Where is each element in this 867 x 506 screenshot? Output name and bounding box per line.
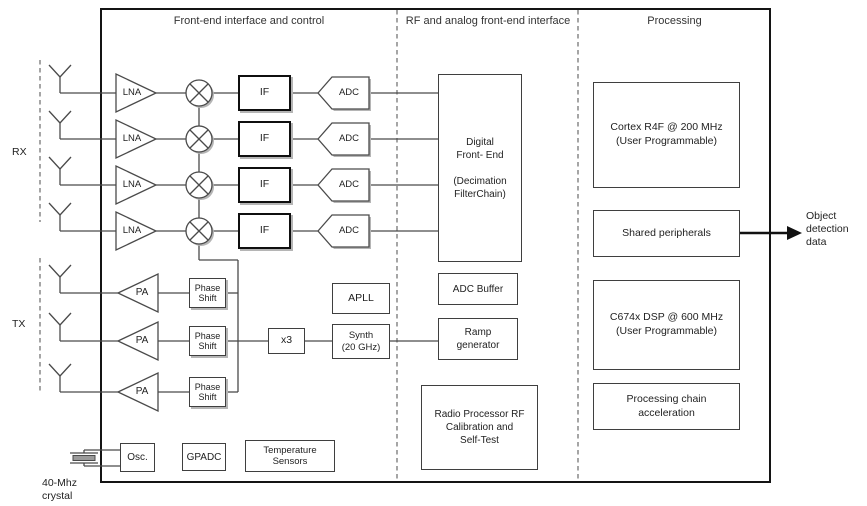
adc-pentagon-icon [317,122,370,156]
adc-label: ADC [338,133,360,144]
tx-antenna-icons [48,264,72,392]
crystal-icon [70,449,121,467]
lna-triangle-icon [115,210,158,252]
phase-shift-box-3: Phase Shift [189,377,226,407]
pa-triangle-icon [116,320,159,362]
tx-chain-1 [60,272,238,314]
output-data-label: Object detection data [806,210,849,249]
phase-shift-box-1: Phase Shift [189,278,226,308]
rx-antenna-icons [48,64,72,231]
lna-label: LNA [122,179,142,190]
output-arrow [740,226,802,240]
lna-label: LNA [122,87,142,98]
shared-peripherals-box: Shared peripherals [593,210,740,257]
rx-chain-3 [60,164,438,206]
osc-box: Osc. [120,443,155,472]
rx-chain-2 [60,118,438,160]
adc-buffer-box: ADC Buffer [438,273,518,305]
rx-group-label: RX [12,146,27,158]
column-header-rf: RF and analog front-end interface [405,15,571,27]
crystal-label: 40-Mhz crystal [42,477,78,502]
column-header-processing: Processing [647,15,702,27]
processing-chain-box: Processing chain acceleration [593,383,740,430]
pa-triangle-icon [116,371,159,413]
rx-chain-4 [60,210,438,252]
radio-processor-box: Radio Processor RF Calibration and Self-… [421,385,538,470]
pa-label: PA [135,287,149,298]
x3-box: x3 [268,328,305,354]
pa-label: PA [135,335,149,346]
lna-triangle-icon [115,164,158,206]
adc-pentagon-icon [317,214,370,248]
pa-label: PA [135,386,149,397]
rx-chain-1 [60,72,438,114]
mixer-icon-2 [185,125,214,154]
adc-label: ADC [338,87,360,98]
digital-front-end-box: Digital Front- End (Decimation FilterCha… [438,74,522,262]
if-box-2: IF [238,121,291,157]
if-box-4: IF [238,213,291,249]
mixer-icon-3 [185,171,214,200]
lna-label: LNA [122,133,142,144]
tx-chain-2 [60,320,238,362]
if-box-1: IF [238,75,291,111]
synth-box: Synth (20 GHz) [332,324,390,359]
mixer-icon-1 [185,79,214,108]
adc-pentagon-icon [317,76,370,110]
lna-triangle-icon [115,118,158,160]
adc-label: ADC [338,225,360,236]
temperature-sensors-box: Temperature Sensors [245,440,335,472]
mixer-icon-4 [185,217,214,246]
c674x-dsp-box: C674x DSP @ 600 MHz (User Programmable) [593,280,740,370]
adc-pentagon-icon [317,168,370,202]
chip-outline [100,8,771,483]
column-header-frontend: Front-end interface and control [173,15,325,27]
if-box-3: IF [238,167,291,203]
ramp-generator-box: Ramp generator [438,318,518,360]
phase-shift-box-2: Phase Shift [189,326,226,356]
pa-triangle-icon [116,272,159,314]
apll-box: APLL [332,283,390,314]
adc-label: ADC [338,179,360,190]
gpadc-box: GPADC [182,443,226,471]
tx-group-label: TX [12,318,26,330]
lna-label: LNA [122,225,142,236]
lna-triangle-icon [115,72,158,114]
tx-chain-3 [60,371,238,413]
cortex-r4f-box: Cortex R4F @ 200 MHz (User Programmable) [593,82,740,188]
